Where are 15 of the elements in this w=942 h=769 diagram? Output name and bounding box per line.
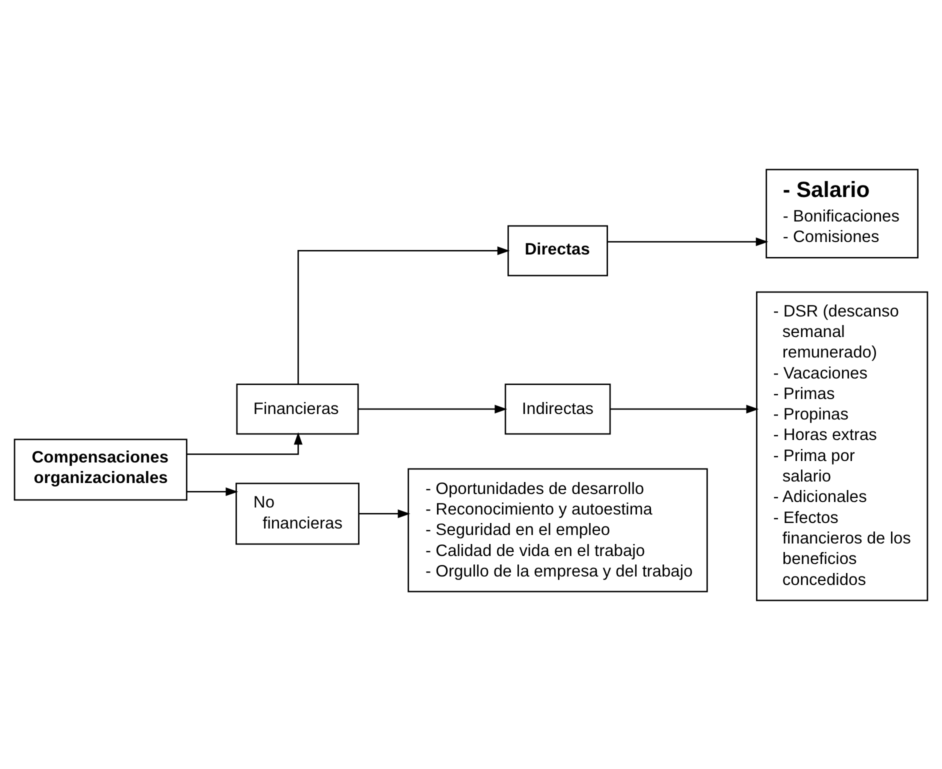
node-box: Compensaciones organizacionales xyxy=(14,438,188,500)
node-box: - Oportunidades de desarrollo - Reconocimiento y autoestima - Seguridad en el empleo - Calidad de vida en el trabajo - Orgullo de la empresa y del trabajo xyxy=(408,468,708,592)
node-box: No financieras xyxy=(236,482,360,544)
arrow xyxy=(359,508,410,518)
arrow xyxy=(186,486,238,496)
arrow xyxy=(298,246,510,384)
arrow xyxy=(186,432,303,454)
arrow xyxy=(608,236,768,246)
node-box: Directas xyxy=(508,224,608,276)
node-box: Financieras xyxy=(236,383,359,434)
node-box: Indirectas xyxy=(504,383,611,434)
arrow xyxy=(358,404,508,413)
node-box: - DSR (descanso semanal remunerado) - Vacaciones - Primas - Propinas - Horas extras - Prima por salario - Adicionales - Efectos financieros de los beneficios concedidos xyxy=(756,290,928,601)
arrow xyxy=(610,404,759,413)
node-box: - Salario - Bonificaciones - Comisiones xyxy=(766,168,918,258)
